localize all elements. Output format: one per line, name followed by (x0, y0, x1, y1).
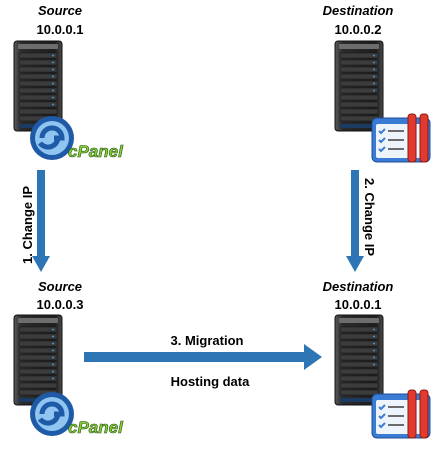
migration-arrow (84, 344, 322, 370)
left-change-ip-arrow (32, 170, 50, 272)
cpanel-logo-text: cPanel (68, 418, 124, 437)
cpanel-logo-icon: cPanel (30, 116, 124, 161)
server-icon (334, 40, 384, 132)
bottom-right-ip: 10.0.0.1 (334, 297, 382, 312)
top-left-role: Source (37, 3, 83, 18)
top-right-ip: 10.0.0.2 (334, 22, 382, 37)
top-left-ip: 10.0.0.1 (36, 22, 84, 37)
task-list-icon (371, 389, 431, 439)
bottom-right-role: Destination (322, 279, 394, 294)
right-change-ip-arrow (346, 170, 364, 272)
bottom-left-role: Source (37, 279, 83, 294)
server-icon (334, 314, 384, 406)
bottom-left-ip: 10.0.0.3 (36, 297, 84, 312)
left-arrow-label: 1. Change IP (20, 186, 35, 264)
server-icon (13, 314, 63, 406)
server-icon (13, 40, 63, 132)
migration-sub-label: Hosting data (170, 374, 250, 389)
migration-label: 3. Migration (170, 333, 244, 348)
right-arrow-label: 2. Change IP (362, 178, 377, 256)
task-list-icon (371, 113, 431, 163)
top-right-role: Destination (322, 3, 394, 18)
cpanel-logo-icon: cPanel (30, 392, 124, 437)
cpanel-logo-text: cPanel (68, 142, 124, 161)
